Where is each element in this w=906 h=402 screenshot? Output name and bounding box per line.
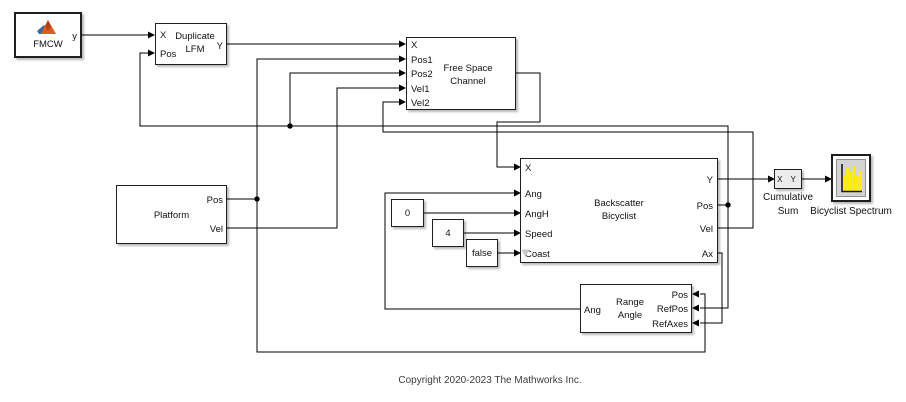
port-label-x-in: X [411, 40, 418, 51]
constant-value: 4 [445, 227, 451, 239]
wire-pos-to-duplicate [139, 52, 290, 127]
block-platform[interactable]: Platform Pos Vel [116, 185, 227, 244]
block-range-angle[interactable]: Ang Pos RefPos RefAxes Range Angle [580, 284, 692, 333]
port-label-y-out: y [72, 31, 77, 42]
signal-wires[interactable] [82, 34, 825, 353]
port-label-refpos-in: RefPos [656, 304, 688, 315]
block-title: Backscatter Bicyclist [594, 198, 644, 222]
port-label-ang-out: Ang [584, 305, 601, 316]
wire-pos-to-refpos [700, 205, 729, 309]
junction-dots [254, 123, 731, 208]
port-label-pos2-in: Pos2 [411, 69, 433, 80]
fmcw-label: FMCW [33, 39, 63, 50]
cumulative-sum-icon: X Y [775, 170, 801, 188]
port-label-pos-in: Pos [671, 290, 688, 301]
block-title: Range Angle [616, 297, 644, 321]
block-free-space-channel[interactable]: X Pos1 Pos2 Vel1 Vel2 Free Space Channel [406, 37, 516, 110]
port-label-refaxes-in: RefAxes [652, 319, 688, 330]
wire-pos-to-pos2 [289, 72, 399, 126]
cumulative-sum-label: Cumulative Sum [762, 192, 814, 217]
bicyclist-spectrum-label: Bicyclist Spectrum [810, 206, 892, 217]
port-label-vel-out: Vel [209, 224, 223, 235]
wire-platform-pos-to-pos1 [256, 58, 399, 199]
port-label-angh-in: AngH [525, 209, 549, 220]
block-bicyclist-spectrum-scope[interactable] [831, 154, 871, 202]
block-constant-false[interactable]: false [466, 239, 498, 267]
wire-arrowheads [148, 31, 832, 327]
port-label-vel2-in: Vel2 [411, 98, 430, 109]
port-label-pos-out: Pos [206, 195, 223, 206]
port-label-ax-out: Ax [701, 249, 713, 260]
port-label-speed-in: Speed [525, 229, 553, 240]
port-label-pos-out: Pos [696, 201, 713, 212]
block-title: Platform [153, 210, 190, 221]
port-label-y-out: Y [216, 41, 223, 52]
constant-value: 0 [404, 207, 411, 219]
wire-vel-feedback-to-vel2 [382, 101, 754, 229]
coast-annotation-arrow-icon: ▼ [519, 245, 532, 260]
matlab-logo-icon [37, 20, 56, 34]
scope-display [833, 156, 869, 200]
port-label-x-in: X [525, 163, 532, 174]
wire-platform-vel-to-vel1 [227, 87, 399, 229]
wire-channel-to-x [496, 72, 541, 168]
port-label-pos-in: Pos [160, 49, 177, 60]
wire-pos-feedback [290, 125, 729, 206]
spectrum-plot-icon [836, 159, 866, 197]
block-constant-zero[interactable]: 0 [391, 199, 424, 227]
block-constant-four[interactable]: 4 [432, 219, 464, 247]
block-duplicate-lfm[interactable]: X Pos Y Duplicate LFM [155, 23, 227, 65]
wire-ax-to-refaxes [700, 252, 723, 324]
port-label-coast-in: Coast [525, 249, 550, 260]
block-title: Duplicate LFM [175, 31, 215, 55]
constant-value: false [471, 247, 493, 259]
block-title: Free Space Channel [443, 63, 493, 87]
port-label-pos1-in: Pos1 [411, 55, 433, 66]
fmcw-content: FMCW [16, 14, 80, 56]
wire-platform-pos-to-rangeangle [256, 199, 706, 353]
wire-rangeangle-to-ang [384, 192, 580, 310]
block-cumulative-sum[interactable]: X Y [774, 169, 802, 189]
port-label-vel-out: Vel [699, 224, 713, 235]
port-label-vel1-in: Vel1 [411, 84, 430, 95]
block-fmcw[interactable]: FMCW y [14, 12, 82, 58]
copyright-text: Copyright 2020-2023 The Mathworks Inc. [398, 375, 582, 386]
block-backscatter-bicyclist[interactable]: ▼ X Ang AngH Speed Coast Y Pos Vel Ax Ba… [519, 158, 718, 263]
port-label-ang-in: Ang [525, 189, 542, 200]
port-label-x-in: X [160, 30, 167, 41]
port-label-y-out: Y [706, 175, 713, 186]
